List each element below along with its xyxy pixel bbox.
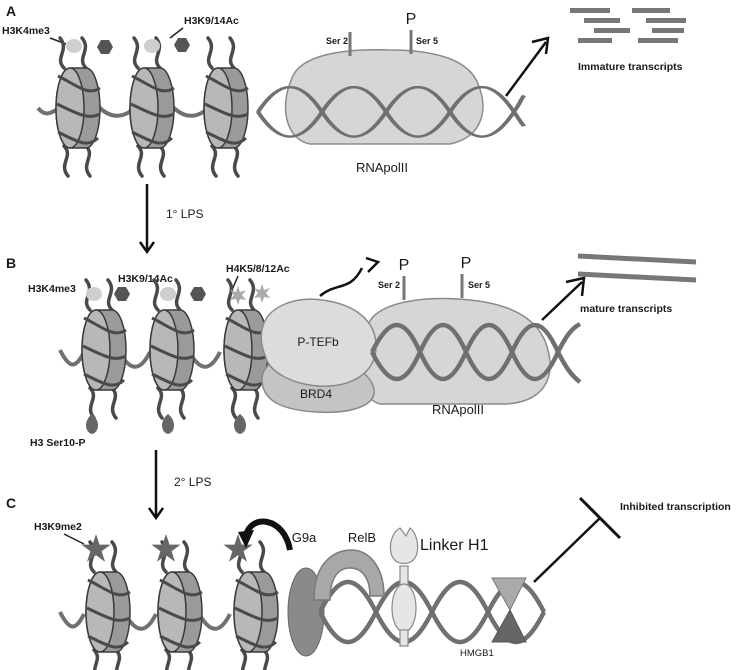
dna-strand <box>255 86 527 138</box>
relb-protein <box>313 549 385 601</box>
nucleosome <box>84 540 132 670</box>
h4ac-label: H4K5/8/12Ac <box>226 263 290 275</box>
h3k4me3-mark <box>144 39 160 53</box>
rnapolii-label: RNApolII <box>432 402 484 417</box>
h3k4me3-mark <box>66 39 82 53</box>
ser2-label: Ser 2 <box>378 280 400 290</box>
linker-dna <box>58 349 86 367</box>
h3ser10p-mark <box>86 414 98 434</box>
nucleosome <box>232 540 280 670</box>
panel-c: C H3K9me2 G9a RelB Link <box>6 495 731 670</box>
h3ser10p-label: H3 Ser10-P <box>30 437 85 449</box>
inhibited-transcription-label: Inhibited transcription <box>620 501 731 513</box>
h3k4me3-label: H3K4me3 <box>2 25 50 37</box>
rnapolii-label: RNApolII <box>356 160 408 175</box>
h4ac-star-mark <box>230 286 246 305</box>
h3k9ac-mark <box>190 287 206 301</box>
nucleosome <box>148 278 196 420</box>
dna-strand <box>369 322 582 384</box>
hmgb1-protein <box>491 577 527 612</box>
brd4-label: BRD4 <box>300 387 332 401</box>
immature-transcripts-icon <box>570 8 686 43</box>
phospho-label: P <box>399 257 410 274</box>
h3k9ac-mark <box>114 287 130 301</box>
linker-dna <box>58 611 86 629</box>
panel-b: B H3K4me3 H3K9/14Ac H4K5/8/12Ac H3 Ser10… <box>6 253 697 449</box>
panel-a-letter: A <box>6 3 16 19</box>
mature-transcripts-label: mature transcripts <box>580 303 672 315</box>
h3k9ac-label: H3K9/14Ac <box>184 15 239 27</box>
phosphorylation-arrow <box>319 267 364 297</box>
nucleosome <box>128 36 176 178</box>
h3k9me2-star-mark <box>223 534 253 562</box>
panel-b-letter: B <box>6 255 16 271</box>
h3k9ac-mark <box>97 40 113 54</box>
h4ac-star-mark <box>254 284 270 303</box>
linker-dna <box>94 102 136 118</box>
linker-dna <box>168 102 210 118</box>
inhibition-bar <box>578 496 622 540</box>
lps1-label: 1° LPS <box>166 207 204 221</box>
h3k9me2-star-mark <box>151 534 181 562</box>
h3k9ac-label: H3K9/14Ac <box>118 273 173 285</box>
g9a-methylation-arrow <box>243 518 293 551</box>
mature-transcripts-icon <box>577 253 697 283</box>
h3k4me3-mark <box>160 287 176 301</box>
hmgb1-label: HMGB1 <box>460 648 494 659</box>
g9a-label: G9a <box>292 530 317 545</box>
h3k4me3-mark <box>86 287 102 301</box>
nucleosome <box>156 540 204 670</box>
h3k4me3-label: H3K4me3 <box>28 283 76 295</box>
ptefb-label: P-TEFb <box>297 335 339 349</box>
panel-c-letter: C <box>6 495 16 511</box>
phospho-label: P <box>406 11 417 28</box>
transcription-arrow <box>504 41 548 97</box>
h3k9ac-mark <box>174 38 190 52</box>
panel-a: A H3K4me3 H3K9/14Ac Ser 2 Ser 5 P RNApol… <box>2 3 686 178</box>
phospho-label: P <box>461 255 472 272</box>
relb-label: RelB <box>348 530 376 545</box>
linker-h1-label: Linker H1 <box>420 537 489 554</box>
ser5-label: Ser 5 <box>468 280 490 290</box>
h3ser10p-mark <box>234 414 246 434</box>
ser5-label: Ser 5 <box>416 36 438 46</box>
ptefb-protein <box>260 298 377 387</box>
transcription-arrow <box>541 281 583 321</box>
linker-h1-protein <box>389 527 419 647</box>
nucleosome <box>54 36 102 178</box>
immature-transcripts-label: Immature transcripts <box>578 61 683 73</box>
rna-polymerase-ii <box>358 297 551 405</box>
h3k9me2-star-mark <box>81 534 111 562</box>
nucleosome <box>202 36 250 178</box>
h3ser10p-mark <box>162 414 174 434</box>
rna-polymerase-ii <box>284 48 484 145</box>
ser2-label: Ser 2 <box>326 36 348 46</box>
inhibition-line <box>533 517 601 583</box>
linker-dna <box>196 611 232 631</box>
h3k9me2-label: H3K9me2 <box>34 521 82 533</box>
lps2-label: 2° LPS <box>174 475 212 489</box>
